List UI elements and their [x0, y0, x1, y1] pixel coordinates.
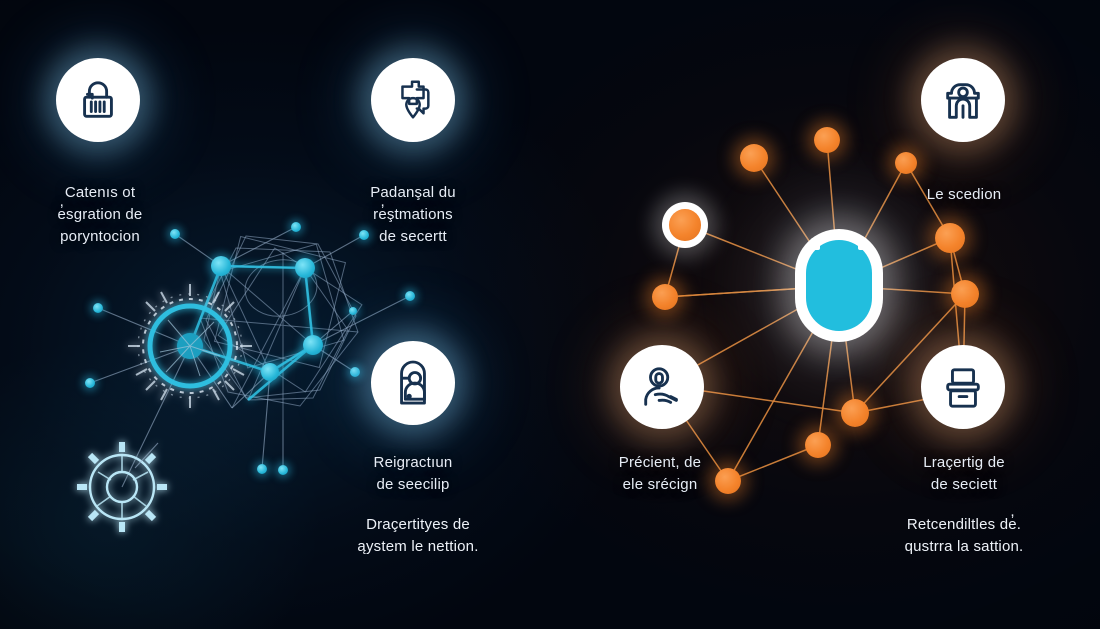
chat-bubbles-pin-icon [389, 77, 437, 123]
orange-node[interactable] [805, 432, 831, 458]
teal-node[interactable] [349, 307, 357, 315]
badge-support-agent[interactable] [620, 345, 704, 429]
label-bank: Le scedion [926, 186, 1002, 203]
orange-node[interactable] [841, 399, 869, 427]
badge-padlock[interactable] [56, 58, 140, 142]
label-agent: Précient, de ele srécign [618, 454, 702, 493]
profile-badge-icon [392, 359, 434, 407]
label-chat: Padanşal du re̓ştmations de secertt [370, 184, 456, 245]
orange-node[interactable] [951, 280, 979, 308]
label-profile: Reigractıun de seecilip [373, 454, 453, 493]
teal-node[interactable] [405, 291, 415, 301]
teal-node[interactable] [350, 367, 360, 377]
badge-chat-bubbles[interactable] [371, 58, 455, 142]
orange-node-highlighted[interactable] [662, 202, 708, 248]
teal-node-joint[interactable] [303, 335, 323, 355]
teal-node-joint[interactable] [295, 258, 315, 278]
teal-node[interactable] [257, 464, 267, 474]
padlock-icon [75, 77, 121, 123]
label-padlock: Catenıs ot e̓sgration de poryntocion [57, 184, 143, 245]
central-hub-core [806, 240, 872, 331]
teal-node-joint[interactable] [211, 256, 231, 276]
orange-node[interactable] [814, 127, 840, 153]
teal-node[interactable] [85, 378, 95, 388]
caption-right: Retcendiltles de̓. qustrra la sattion. [904, 516, 1024, 555]
badge-printer[interactable] [921, 345, 1005, 429]
bank-archway-icon [940, 77, 986, 123]
badge-bank[interactable] [921, 58, 1005, 142]
teal-node-joint[interactable] [261, 363, 279, 381]
teal-node[interactable] [291, 222, 301, 232]
support-agent-icon [638, 364, 686, 410]
teal-node[interactable] [278, 465, 288, 475]
orange-node[interactable] [740, 144, 768, 172]
central-hub-node[interactable] [795, 229, 883, 342]
printer-cabinet-icon [940, 364, 986, 410]
badge-profile[interactable] [371, 341, 455, 425]
hub-notch-right [858, 238, 867, 250]
caption-left: Draçertityes de ąystem le nettion. [357, 516, 479, 555]
teal-node[interactable] [93, 303, 103, 313]
hub-notch-left [811, 238, 820, 250]
orange-node[interactable] [935, 223, 965, 253]
label-printer: Lraçertig de de seciett [923, 454, 1005, 493]
orange-node[interactable] [652, 284, 678, 310]
orange-node[interactable] [895, 152, 917, 174]
